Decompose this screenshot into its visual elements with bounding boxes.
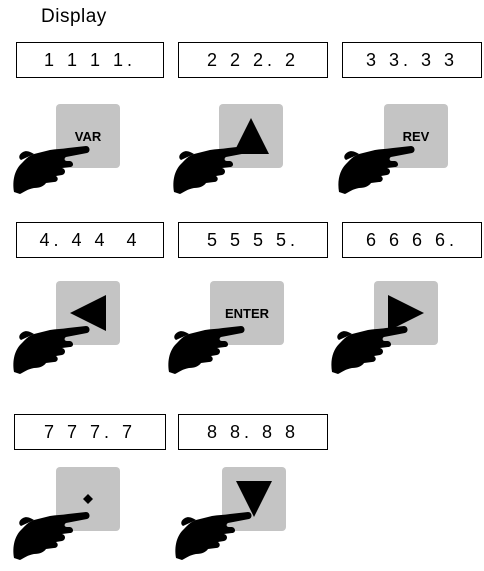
var-key-label: VAR <box>74 128 102 144</box>
display-field-3: 3 3. 3 3 <box>342 42 482 78</box>
left-key[interactable] <box>56 281 120 345</box>
var-key[interactable]: VAR <box>56 104 120 168</box>
pointing-hand-icon <box>331 326 408 374</box>
up-key[interactable] <box>219 104 283 168</box>
dot-icon <box>83 494 93 504</box>
rev-key-label: REV <box>402 128 430 144</box>
display-field-7: 7 7 7. 7 <box>14 414 166 450</box>
pointing-hand-icon <box>13 512 90 560</box>
pointing-hand-icon <box>13 146 90 194</box>
enter-key-label: ENTER <box>224 305 270 321</box>
display-field-1: 1 1 1 1. <box>16 42 164 78</box>
display-field-8: 8 8. 8 8 <box>178 414 328 450</box>
pointing-hand-icon <box>173 146 250 194</box>
left-triangle-icon <box>70 295 106 331</box>
display-field-5: 5 5 5 5. <box>178 222 328 258</box>
display-field-4: 4. 4 4 4 <box>16 222 164 258</box>
pointing-hand-icon <box>338 146 415 194</box>
rev-key[interactable]: REV <box>384 104 448 168</box>
display-field-6: 6 6 6 6. <box>342 222 482 258</box>
down-triangle-icon <box>236 481 272 517</box>
display-title: Display <box>41 6 107 27</box>
pointing-hand-icon <box>175 512 252 560</box>
display-field-2: 2 2 2. 2 <box>178 42 328 78</box>
pointing-hand-icon <box>13 326 90 374</box>
right-triangle-icon <box>388 295 424 331</box>
up-triangle-icon <box>233 118 269 154</box>
pointing-hand-icon <box>168 326 245 374</box>
